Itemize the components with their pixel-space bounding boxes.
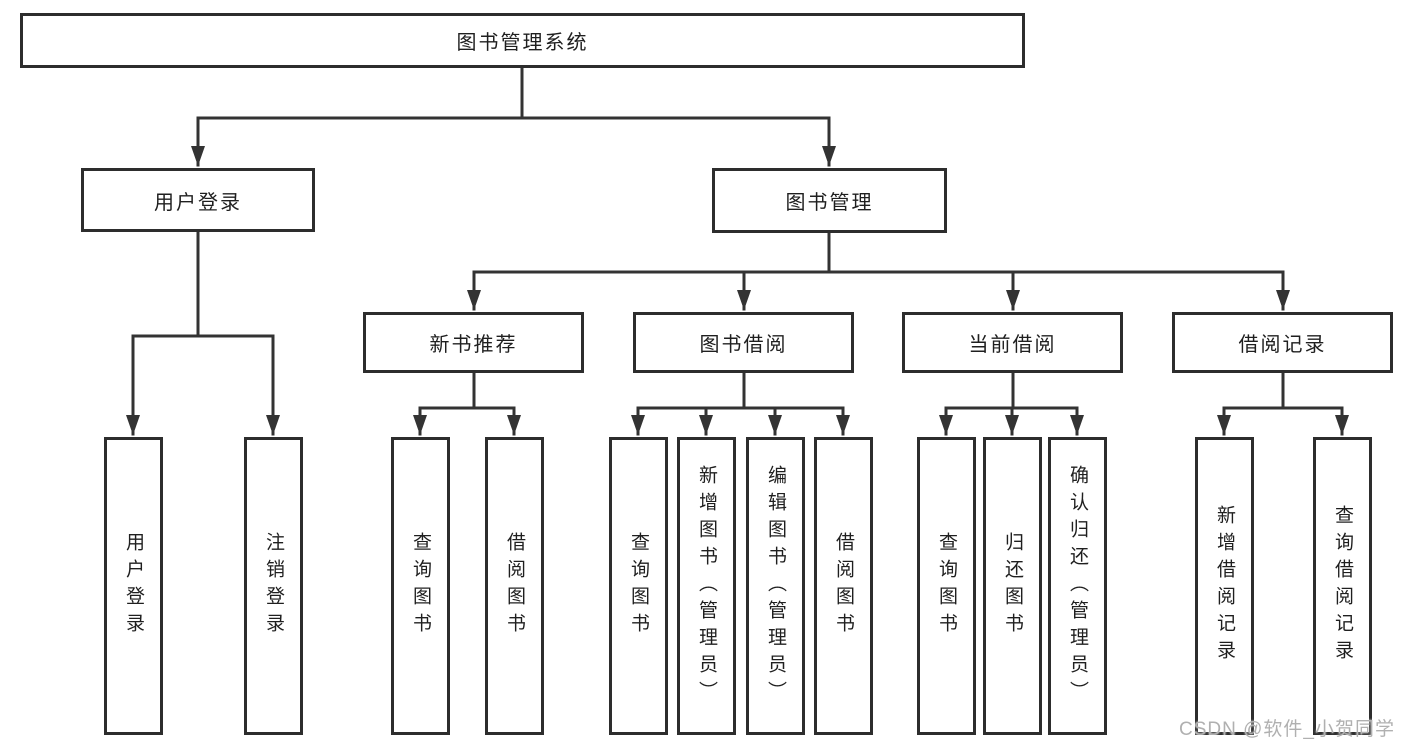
node-borrowing-records-label: 借阅记录 [1238,334,1327,356]
leaf-current-confirm-admin: 确认归还（管理员） [1048,437,1107,735]
leaf-user-login: 用户登录 [104,437,163,735]
leaf-current-query-label: 查询图书 [936,532,957,640]
node-new-book-recommend: 新书推荐 [363,312,584,373]
leaf-records-add-label: 新增借阅记录 [1214,505,1235,667]
leaf-newbooks-borrow: 借阅图书 [485,437,544,735]
node-book-management: 图书管理 [712,168,947,233]
node-user-login-label: 用户登录 [154,191,242,214]
leaf-borrow-query: 查询图书 [609,437,668,735]
leaf-borrow-add-admin: 新增图书（管理员） [677,437,736,735]
leaf-borrow-query-label: 查询图书 [628,532,649,640]
leaf-current-confirm-admin-label: 确认归还（管理员） [1067,464,1088,708]
node-new-book-recommend-label: 新书推荐 [429,334,518,356]
leaf-newbooks-query-label: 查询图书 [410,532,431,640]
leaf-borrow-borrow-label: 借阅图书 [833,532,854,640]
leaf-newbooks-borrow-label: 借阅图书 [504,532,525,640]
csdn-watermark: CSDN @软件_小贺同学 [1179,719,1395,740]
node-root: 图书管理系统 [20,13,1025,68]
leaf-current-return: 归还图书 [983,437,1042,735]
node-current-borrowing-label: 当前借阅 [968,334,1057,356]
leaf-borrow-edit-admin: 编辑图书（管理员） [746,437,805,735]
leaf-borrow-add-admin-label: 新增图书（管理员） [696,464,717,708]
node-borrowing-records: 借阅记录 [1172,312,1393,373]
node-user-login: 用户登录 [81,168,315,232]
node-book-borrowing: 图书借阅 [633,312,854,373]
node-book-management-label: 图书管理 [785,192,874,214]
leaf-records-query: 查询借阅记录 [1313,437,1372,735]
leaf-borrow-borrow: 借阅图书 [814,437,873,735]
leaf-logout: 注销登录 [244,437,303,735]
leaf-logout-label: 注销登录 [263,532,284,640]
node-book-borrowing-label: 图书借阅 [699,334,788,356]
leaf-user-login-label: 用户登录 [123,532,144,640]
leaf-records-query-label: 查询借阅记录 [1332,505,1353,667]
leaf-newbooks-query: 查询图书 [391,437,450,735]
node-root-label: 图书管理系统 [456,32,589,54]
leaf-borrow-edit-admin-label: 编辑图书（管理员） [765,464,786,708]
leaf-records-add: 新增借阅记录 [1195,437,1254,735]
leaf-current-query: 查询图书 [917,437,976,735]
node-current-borrowing: 当前借阅 [902,312,1123,373]
leaf-current-return-label: 归还图书 [1002,532,1023,640]
